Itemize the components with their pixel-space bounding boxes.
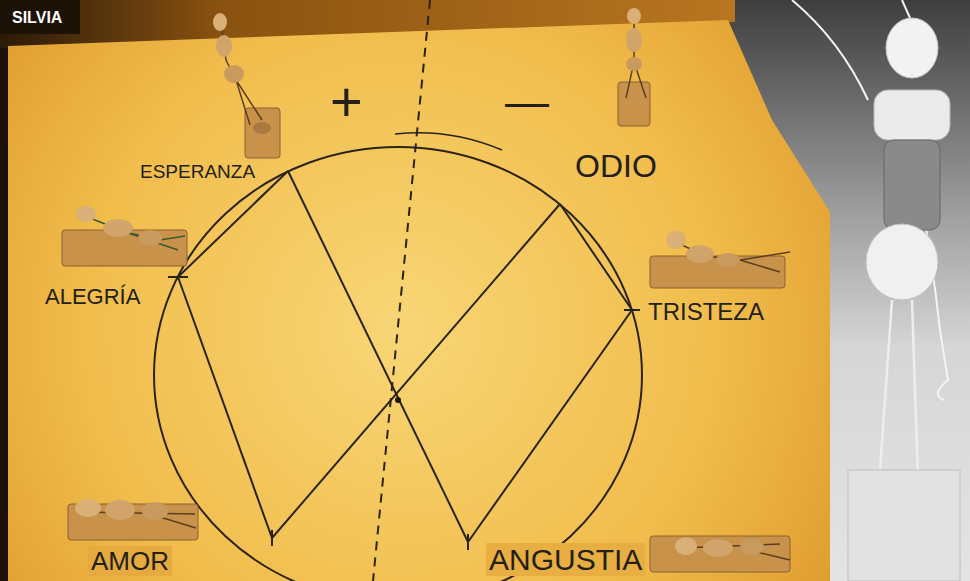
emotion-label-box: ALEGRÍA: [45, 286, 140, 308]
emotion-label: ESPERANZA: [140, 161, 255, 182]
wire: [902, 0, 910, 18]
minus-sign: —: [505, 77, 549, 126]
clay-body: [716, 253, 740, 267]
wood-base: [650, 536, 790, 572]
wire-sculpture: [792, 0, 960, 581]
clay-body: [138, 230, 162, 246]
emotion-label: ODIO: [575, 148, 657, 184]
emotion-label-box: AMOR: [88, 548, 172, 574]
chord-line: [468, 310, 632, 542]
chord-line: [272, 204, 560, 538]
photo-title-box: SILVIA: [12, 10, 62, 26]
dashed-axis: [373, 0, 430, 581]
clay-figure: [650, 536, 790, 572]
minus-sign-box: —: [505, 80, 549, 124]
clay-body: [224, 65, 244, 83]
tick-mark: [624, 309, 640, 311]
photo-title: SILVIA: [12, 9, 62, 26]
wire: [626, 20, 646, 98]
clay-figure: [650, 231, 790, 288]
center-dot: [395, 397, 401, 403]
clay-body: [703, 539, 733, 557]
sculpture-torso: [874, 90, 950, 140]
sculpture-hips: [866, 224, 938, 300]
clay-body: [740, 539, 764, 555]
wire: [90, 218, 185, 250]
tick-mark: [271, 530, 273, 546]
clay-head: [75, 499, 101, 517]
wood-base: [618, 82, 650, 126]
clay-head: [76, 206, 96, 222]
tick-mark: [467, 534, 469, 550]
clay-body: [686, 245, 714, 263]
clay-body: [216, 35, 232, 57]
wire: [680, 244, 790, 272]
chord-line: [560, 204, 632, 310]
clay-body: [626, 28, 642, 52]
clay-head: [675, 537, 697, 555]
wood-base: [245, 108, 280, 158]
clay-head: [666, 231, 686, 249]
clay-figure: [68, 499, 198, 540]
clay-figure: [618, 8, 650, 126]
emotion-label: AMOR: [88, 546, 172, 576]
clay-head: [213, 13, 227, 31]
clay-body: [142, 502, 168, 520]
chord-line: [178, 171, 288, 277]
sculpture-waist: [884, 140, 940, 230]
chord-lines: [168, 171, 640, 550]
arc-stroke: [395, 133, 502, 150]
plus-sign: +: [330, 70, 363, 133]
sculpture-head: [886, 18, 938, 78]
clay-body: [626, 57, 642, 71]
clay-head: [627, 8, 641, 24]
tick-mark: [168, 276, 188, 278]
clay-body: [103, 219, 133, 237]
emotion-circle: [154, 147, 642, 581]
clay-figure: [62, 206, 187, 266]
emotion-label-box: ANGUSTIA: [486, 545, 645, 575]
chord-line: [178, 277, 272, 538]
clay-body: [105, 500, 135, 520]
wire: [792, 0, 948, 400]
clay-figure: [213, 13, 280, 158]
wire: [880, 300, 918, 480]
chord-line: [288, 171, 468, 542]
clay-foot: [253, 122, 271, 134]
emotion-label-box: ESPERANZA: [140, 162, 255, 181]
plus-sign-box: +: [330, 74, 363, 130]
title-ground: [0, 0, 80, 34]
emotion-label: ALEGRÍA: [45, 284, 140, 309]
emotion-label: ANGUSTIA: [486, 543, 645, 576]
sculpture-base: [848, 470, 960, 581]
emotion-label-box: TRISTEZA: [648, 300, 764, 324]
emotion-label: TRISTEZA: [648, 298, 764, 325]
emotion-label-box: ODIO: [575, 150, 657, 182]
